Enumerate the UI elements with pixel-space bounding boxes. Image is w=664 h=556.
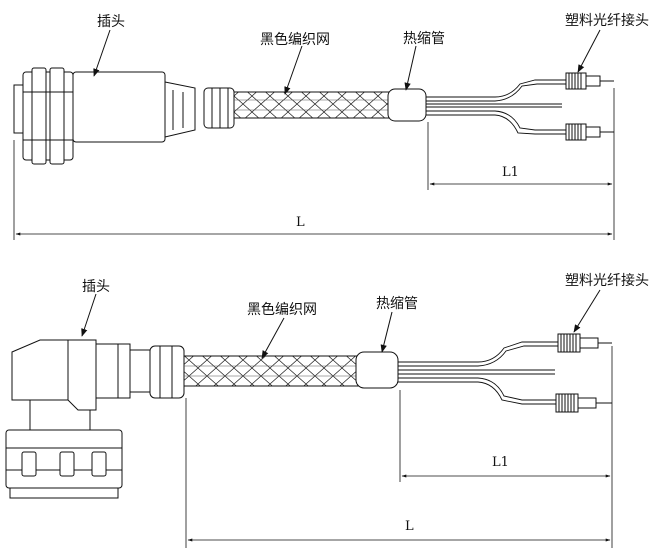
bottom-dimension-lines — [185, 346, 613, 548]
top-heat-shrink-tube — [387, 88, 427, 122]
top-assembly: 插头 黑色编织网 热缩管 塑料光纤接头 L1 L — [13, 12, 649, 240]
bottom-plug-leader — [81, 293, 97, 337]
bottom-assembly: 插头 黑色编织网 热缩管 塑料光纤接头 L1 L — [5, 272, 649, 548]
bottom-dim-l-label: L — [405, 519, 414, 534]
bottom-fiber-connector-upper — [557, 333, 612, 353]
bottom-braid-label: 黑色编织网 — [247, 301, 317, 318]
top-dim-l-label: L — [296, 215, 305, 230]
bottom-braided-sleeve — [183, 355, 363, 387]
bottom-heat-shrink-tube — [355, 351, 399, 389]
bottom-braid-leader — [261, 317, 285, 359]
top-straight-plug — [13, 67, 235, 165]
bottom-fibers — [398, 341, 560, 405]
bottom-connector-label: 塑料光纤接头 — [565, 272, 649, 289]
top-fiber-connector-upper — [565, 72, 614, 90]
bottom-dim-l1-label: L1 — [492, 455, 509, 470]
top-braid-leader — [284, 45, 303, 95]
top-shrink-leader — [404, 45, 417, 91]
top-fiber-connector-lower — [565, 123, 614, 141]
top-plug-leader — [93, 29, 111, 77]
bottom-fiber-connector-lower — [555, 393, 612, 413]
top-shrink-label: 热缩管 — [403, 31, 445, 47]
bottom-shrink-leader — [380, 311, 393, 353]
top-braided-sleeve — [233, 91, 393, 119]
top-braid-label: 黑色编织网 — [260, 31, 330, 48]
bottom-plug-label: 插头 — [82, 279, 110, 295]
top-fibers — [426, 79, 568, 135]
top-dim-l1-label: L1 — [502, 165, 519, 180]
bottom-right-angle-plug — [5, 339, 185, 499]
bottom-shrink-label: 热缩管 — [376, 296, 418, 312]
top-connector-label: 塑料光纤接头 — [565, 12, 649, 29]
top-plug-label: 插头 — [97, 14, 125, 30]
top-connector-leader — [577, 29, 601, 73]
top-dimension-lines — [13, 88, 615, 240]
bottom-connector-leader — [573, 289, 601, 333]
